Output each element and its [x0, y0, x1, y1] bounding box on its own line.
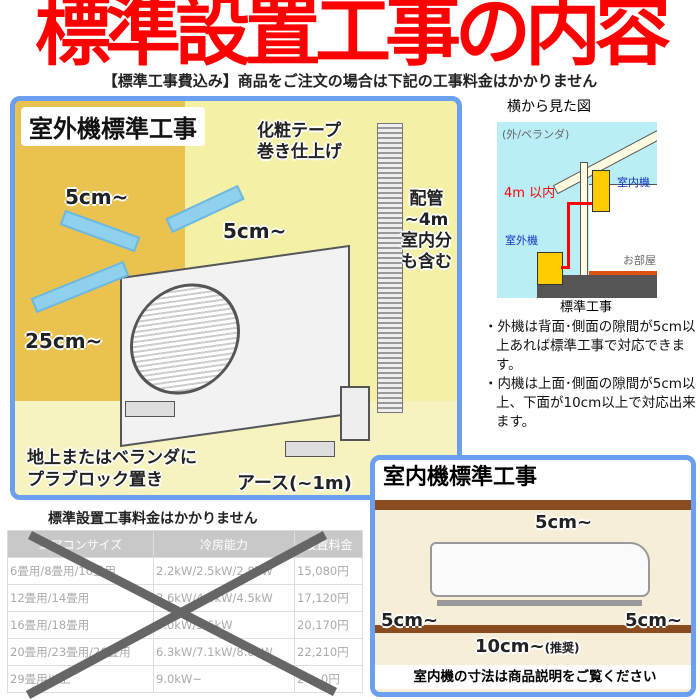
- tape-line: 巻き仕上げ: [257, 142, 342, 162]
- gap-side-label: 5cm~: [223, 219, 287, 243]
- taped-pipe: [377, 123, 403, 413]
- floor-line: [589, 271, 657, 275]
- page-title: 標準設置工事の内容: [35, 0, 671, 76]
- gap-top-label: 5cm~: [65, 185, 129, 209]
- indoor-unit-label: 室内機: [617, 176, 650, 189]
- recommended: (推奨): [544, 641, 580, 655]
- header-fee: 設置料金: [294, 530, 363, 558]
- side-caption: 標準工事: [560, 300, 613, 315]
- louver: [437, 600, 642, 606]
- valve-cover: [340, 386, 370, 441]
- indoor-unit-icon: [592, 170, 610, 212]
- plastic-block: [285, 441, 335, 457]
- distance-label: 4m 以内: [504, 186, 556, 201]
- ceiling-trim: [375, 500, 691, 510]
- indoor-unit: [430, 542, 650, 597]
- gap-back-label: 25cm~: [25, 329, 103, 353]
- note-text: 外機は背面･側面の隙間が5cm以上あれば標準工事で対応できます。: [496, 319, 696, 373]
- indoor-panel: 室内機標準工事 5cm~ 5cm~ 5cm~ 10cm~(推奨) 室内機の寸法は…: [370, 455, 696, 697]
- note-indoor: ・内機は上面･側面の隙間が5cm以上、下面が10cm以上で対応出来ます。: [484, 376, 696, 430]
- header-capacity: 冷房能力: [153, 530, 295, 558]
- note-outdoor: ・外機は背面･側面の隙間が5cm以上あれば標準工事で対応できます。: [484, 319, 696, 373]
- table-cell: 15,080円: [294, 557, 363, 585]
- note-text: 内機は上面･側面の隙間が5cm以上、下面が10cm以上で対応出来ます。: [496, 376, 696, 430]
- gap-bottom-label: 10cm~(推奨): [475, 636, 580, 659]
- outdoor-unit-icon: [537, 252, 563, 285]
- base-line: 地上またはベランダに: [27, 448, 197, 468]
- tape-label: 化粧テープ 巻き仕上げ: [257, 121, 342, 163]
- base-label: 地上またはベランダに プラブロック置き: [27, 447, 197, 491]
- table-header-row: エアコンサイズ 冷房能力 設置料金: [7, 530, 363, 558]
- pipe-line-red: [561, 266, 570, 269]
- pipe-line: 配管: [409, 189, 444, 209]
- pipe-line: ~4m: [404, 210, 449, 230]
- foundation: [537, 275, 657, 298]
- wall-trim: [375, 625, 691, 633]
- gap-bottom-value: 10cm~: [475, 636, 545, 657]
- table-cell: 16畳用/18畳用: [7, 611, 154, 639]
- outdoor-unit-label: 室外機: [505, 234, 538, 247]
- side-view-diagram: (外/ベランダ) 4m 以内 室内機 室外機 お部屋: [497, 122, 657, 298]
- outside-label: (外/ベランダ): [502, 128, 570, 141]
- fee-table-title: 標準設置工事料金はかかりません: [48, 511, 258, 527]
- pipe-line-red: [567, 202, 592, 205]
- wall: [580, 162, 588, 298]
- pipe-line: も含む: [401, 252, 452, 272]
- gap-left-label: 5cm~: [381, 610, 439, 631]
- table-cell: 17,120円: [294, 584, 363, 612]
- gap-top-label: 5cm~: [535, 512, 593, 533]
- plastic-block: [125, 401, 175, 417]
- pipe-label: 配管 ~4m 室内分 も含む: [401, 189, 452, 273]
- earth-label: アース(~1m): [237, 473, 352, 494]
- outdoor-title: 室外機標準工事: [21, 107, 205, 146]
- indoor-title: 室内機標準工事: [383, 465, 538, 490]
- table-cell: 9.0kW~: [153, 665, 295, 693]
- table-cell: 20,170円: [294, 611, 363, 639]
- side-view-heading: 横から見た図: [507, 99, 591, 115]
- pipe-line: 室内分: [401, 231, 452, 251]
- outdoor-panel: 室外機標準工事 5cm~ 5cm~ 25cm~ 化粧テープ 巻き仕上げ 配管 ~…: [10, 96, 462, 500]
- table-cell: 20畳用/23畳用/26畳用: [7, 638, 154, 666]
- pipe-line-red: [567, 202, 570, 268]
- cross-out-mark: [25, 530, 338, 699]
- room-label: お部屋: [623, 254, 656, 267]
- cross-line: [25, 531, 328, 699]
- notes: ・外機は背面･側面の隙間が5cm以上あれば標準工事で対応できます。 ・内機は上面…: [482, 318, 696, 432]
- title-bar: [375, 460, 691, 500]
- subtitle: 【標準工事費込み】商品をご注文の場合は下記の工事料金はかかりません: [102, 72, 598, 90]
- indoor-footer: 室内機の寸法は商品説明をご覧ください: [375, 665, 691, 689]
- tape-line: 化粧テープ: [257, 121, 341, 141]
- base-line: プラブロック置き: [27, 470, 163, 490]
- fan-grille: [130, 276, 240, 402]
- gap-right-label: 5cm~: [625, 610, 683, 631]
